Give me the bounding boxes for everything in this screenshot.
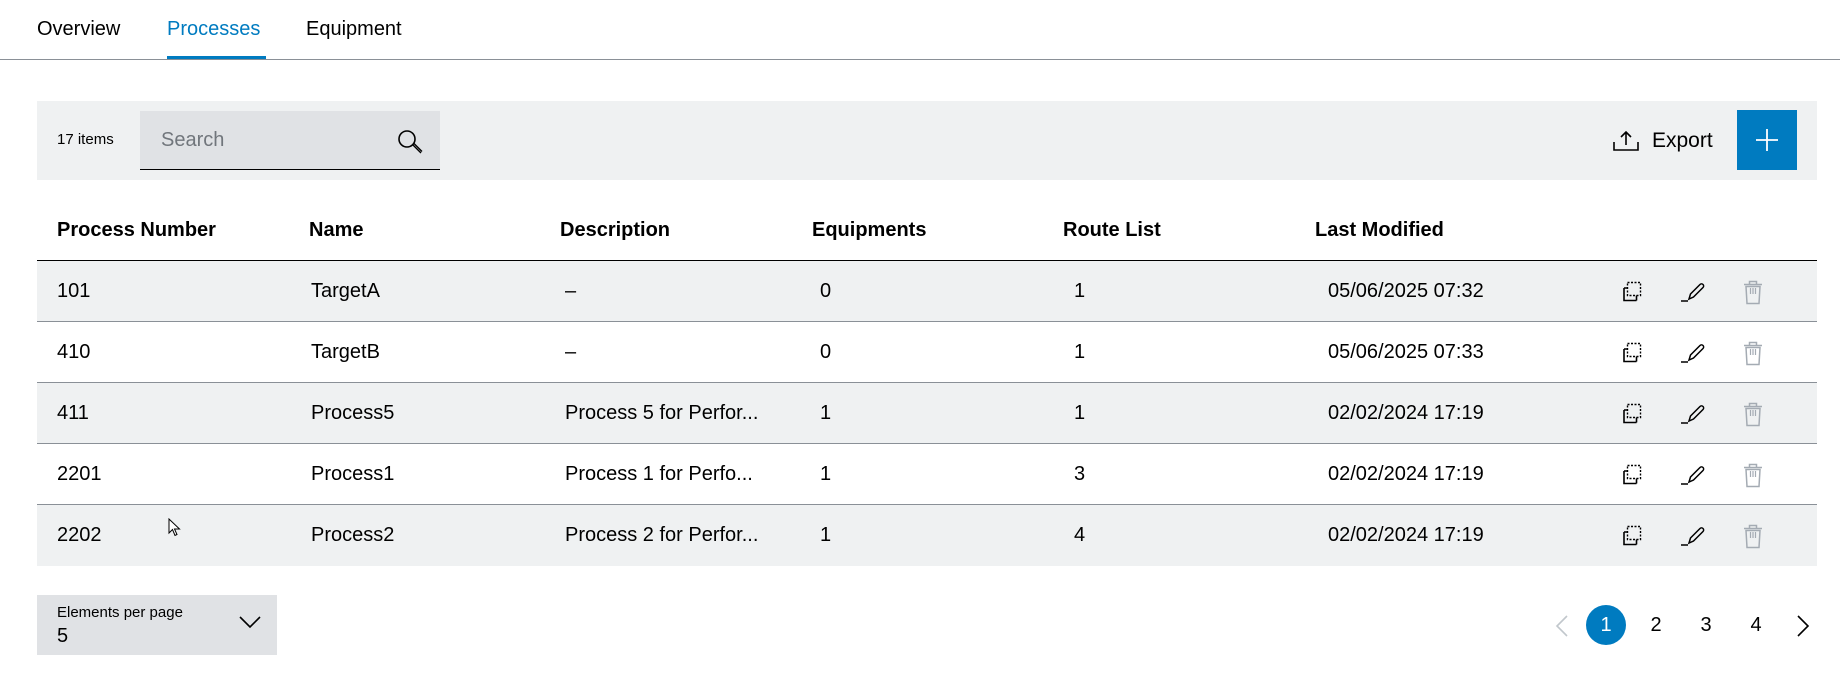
edit-icon[interactable] xyxy=(1680,400,1706,428)
cell-description: Process 1 for Perfo... xyxy=(565,463,753,485)
cell-process-number: 101 xyxy=(57,280,91,302)
page-button-2[interactable]: 2 xyxy=(1650,613,1662,636)
table-row[interactable]: 2201 Process1 Process 1 for Perfo... 1 3… xyxy=(37,444,1817,505)
column-header-last-modified[interactable]: Last Modified xyxy=(1315,219,1444,241)
cell-process-number: 2201 xyxy=(57,463,102,485)
plus-icon xyxy=(1756,129,1778,151)
copy-icon[interactable] xyxy=(1619,522,1645,550)
page-button-4[interactable]: 4 xyxy=(1750,613,1762,636)
copy-icon[interactable] xyxy=(1619,400,1645,428)
cell-name: TargetB xyxy=(311,341,380,363)
tab-overview[interactable]: Overview xyxy=(37,18,121,40)
cell-description: – xyxy=(565,280,577,302)
delete-icon[interactable] xyxy=(1740,339,1766,367)
delete-icon[interactable] xyxy=(1740,400,1766,428)
cell-route-list: 1 xyxy=(1074,341,1086,363)
copy-icon[interactable] xyxy=(1619,339,1645,367)
cell-equipments: 0 xyxy=(820,280,832,302)
table-toolbar: 17 items Export xyxy=(37,101,1817,180)
cell-description: Process 5 for Perfor... xyxy=(565,402,759,424)
edit-icon[interactable] xyxy=(1680,278,1706,306)
elements-per-page-select[interactable]: Elements per page 5 xyxy=(37,595,277,655)
delete-icon[interactable] xyxy=(1740,522,1766,550)
cell-last-modified: 02/02/2024 17:19 xyxy=(1328,524,1484,546)
cell-route-list: 4 xyxy=(1074,524,1086,546)
cell-last-modified: 02/02/2024 17:19 xyxy=(1328,402,1484,424)
tab-equipment[interactable]: Equipment xyxy=(306,18,402,40)
chevron-down-icon xyxy=(239,616,261,629)
cell-process-number: 411 xyxy=(57,402,89,424)
search-input[interactable] xyxy=(140,111,390,169)
cell-equipments: 0 xyxy=(820,341,832,363)
copy-icon[interactable] xyxy=(1619,461,1645,489)
export-button[interactable]: Export xyxy=(1612,125,1713,157)
table-header: Process Number Name Description Equipmen… xyxy=(37,180,1817,261)
copy-icon[interactable] xyxy=(1619,278,1645,306)
cell-equipments: 1 xyxy=(820,524,832,546)
cell-name: TargetA xyxy=(311,280,380,302)
page-button-3[interactable]: 3 xyxy=(1700,613,1712,636)
cell-route-list: 1 xyxy=(1074,402,1086,424)
export-label: Export xyxy=(1652,129,1713,152)
items-count: 17 items xyxy=(57,131,114,148)
column-header-description[interactable]: Description xyxy=(560,219,671,241)
table-row[interactable]: 101 TargetA – 0 1 05/06/2025 07:32 xyxy=(37,261,1817,322)
cell-process-number: 410 xyxy=(57,341,91,363)
cell-route-list: 3 xyxy=(1074,463,1086,485)
next-page-icon[interactable] xyxy=(1796,615,1810,637)
cell-last-modified: 05/06/2025 07:32 xyxy=(1328,280,1484,302)
tab-bar: Overview Processes Equipment xyxy=(0,0,1840,60)
cell-process-number: 2202 xyxy=(57,524,102,546)
table-row[interactable]: 2202 Process2 Process 2 for Perfor... 1 … xyxy=(37,505,1817,566)
active-tab-indicator xyxy=(167,56,266,59)
previous-page-icon[interactable] xyxy=(1555,615,1569,637)
delete-icon[interactable] xyxy=(1740,461,1766,489)
table-row[interactable]: 411 Process5 Process 5 for Perfor... 1 1… xyxy=(37,383,1817,444)
cell-equipments: 1 xyxy=(820,463,832,485)
column-header-equipments[interactable]: Equipments xyxy=(812,219,927,241)
page-button-1[interactable]: 1 xyxy=(1586,605,1626,645)
edit-icon[interactable] xyxy=(1680,522,1706,550)
edit-icon[interactable] xyxy=(1680,461,1706,489)
column-header-process-number[interactable]: Process Number xyxy=(57,219,216,241)
cell-name: Process1 xyxy=(311,463,395,485)
add-process-button[interactable] xyxy=(1737,110,1797,170)
cell-description: Process 2 for Perfor... xyxy=(565,524,759,546)
tab-processes[interactable]: Processes xyxy=(167,18,261,40)
search-icon[interactable] xyxy=(396,128,424,156)
cell-description: – xyxy=(565,341,577,363)
elements-per-page-value: 5 xyxy=(57,625,69,647)
column-header-name[interactable]: Name xyxy=(309,219,364,241)
process-table: Process Number Name Description Equipmen… xyxy=(37,180,1817,566)
export-icon xyxy=(1613,130,1639,151)
elements-per-page-label: Elements per page xyxy=(57,604,183,621)
cell-last-modified: 02/02/2024 17:19 xyxy=(1328,463,1484,485)
table-row[interactable]: 410 TargetB – 0 1 05/06/2025 07:33 xyxy=(37,322,1817,383)
cell-route-list: 1 xyxy=(1074,280,1086,302)
cell-name: Process5 xyxy=(311,402,395,424)
edit-icon[interactable] xyxy=(1680,339,1706,367)
search-box[interactable] xyxy=(140,111,440,170)
column-header-route-list[interactable]: Route List xyxy=(1063,219,1161,241)
cell-last-modified: 05/06/2025 07:33 xyxy=(1328,341,1484,363)
cell-name: Process2 xyxy=(311,524,395,546)
delete-icon[interactable] xyxy=(1740,278,1766,306)
cell-equipments: 1 xyxy=(820,402,832,424)
